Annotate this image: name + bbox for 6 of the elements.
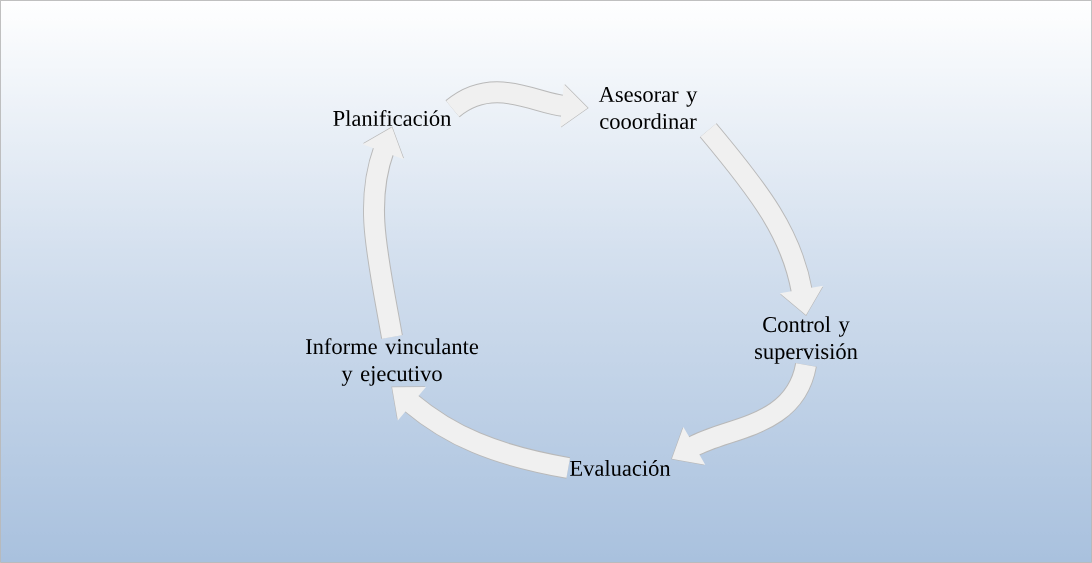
step-label: Informe vinculante y ejecutivo bbox=[306, 338, 479, 386]
block-arrow bbox=[391, 386, 571, 479]
step-label: Asesorar y cooordinar bbox=[598, 86, 698, 130]
step-label: Evaluación bbox=[570, 460, 671, 476]
step-label: Planificación bbox=[333, 109, 452, 127]
step-label: Control y supervisión bbox=[755, 316, 858, 364]
